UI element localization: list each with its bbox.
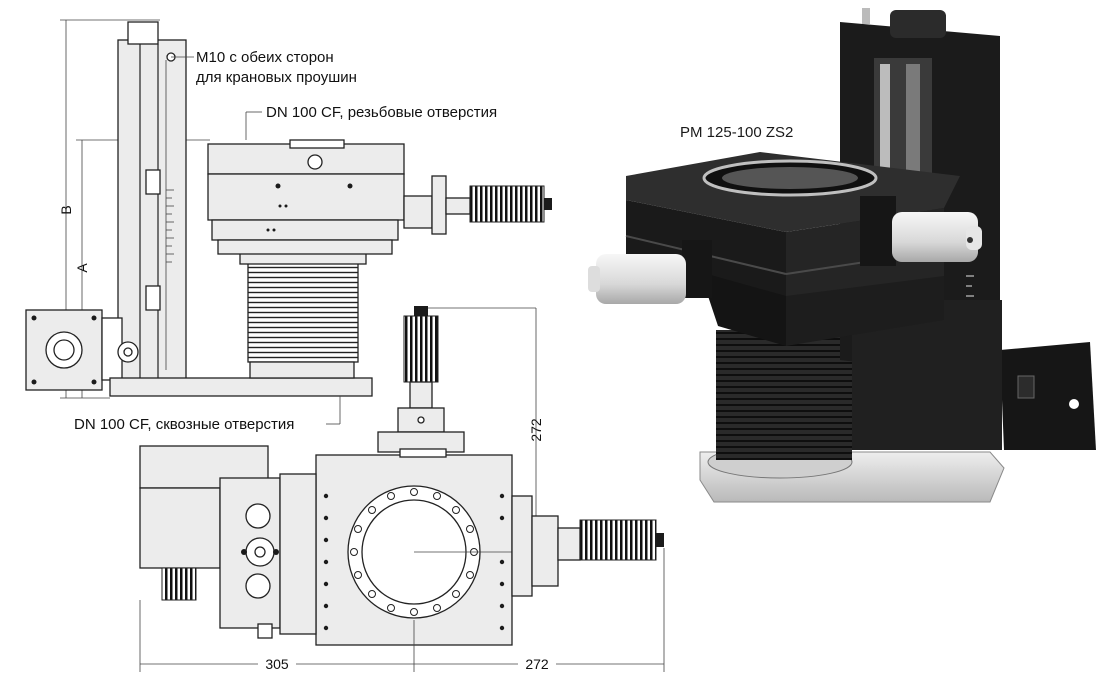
top-flange-label: DN 100 CF, резьбовые отверстия [266, 104, 497, 121]
top-view-drawing [139, 306, 665, 672]
column-top-cap [127, 21, 159, 45]
horizontal-micrometer [579, 519, 657, 561]
crane-holes-label-line2: для крановых проушин [196, 69, 357, 86]
motor-knob [161, 567, 197, 601]
bellows [247, 261, 359, 363]
flange-bolt-circle [350, 488, 478, 616]
dimension-a-label: A [74, 263, 90, 273]
top-flange-stage [207, 143, 405, 175]
side-view-drawing [25, 19, 552, 425]
bottom-flange-label: DN 100 CF, сквозные отверстия [74, 416, 294, 433]
base-plate [109, 377, 373, 397]
top-micrometer [469, 185, 545, 223]
dimension-305: 305 [265, 656, 289, 672]
vertical-column [117, 39, 187, 381]
motor-render [1000, 342, 1096, 450]
column-scale [166, 189, 174, 263]
bellows-render [716, 330, 852, 460]
front-micrometer-render [596, 254, 686, 304]
right-micrometer-render [892, 212, 978, 262]
vertical-micrometer [403, 315, 439, 383]
dimension-b-label: B [58, 205, 74, 214]
product-render [588, 8, 1096, 503]
limit-switch-lower [145, 285, 161, 311]
product-model-label: PM 125-100 ZS2 [680, 124, 793, 141]
crane-holes-label-line1: M10 с обеих сторон [196, 49, 334, 66]
limit-switch-upper [145, 169, 161, 195]
dimension-272-horizontal: 272 [525, 656, 549, 672]
dimension-272-vertical: 272 [528, 418, 544, 442]
